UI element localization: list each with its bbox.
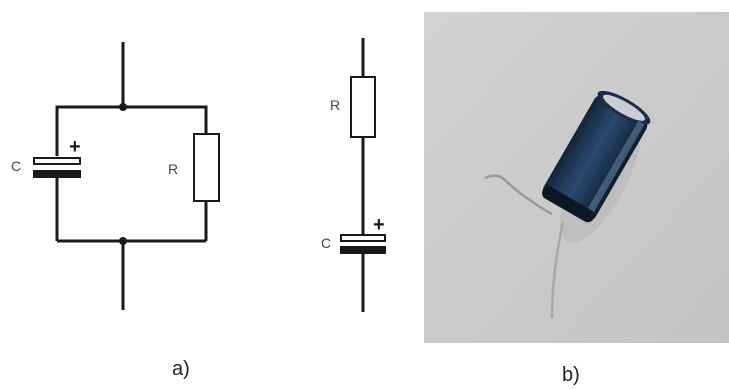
top-junction-node: [119, 103, 127, 111]
polarity-mark: +: [69, 136, 81, 158]
resistor-label: R: [168, 161, 178, 177]
capacitor-positive-plate: [33, 157, 81, 165]
top-bus-wire: [55, 105, 208, 134]
capacitor-negative-plate: [33, 170, 81, 178]
capacitor-label: C: [11, 158, 21, 174]
series-resistor-symbol: [350, 76, 376, 138]
figure-b-caption: b): [562, 364, 580, 386]
series-rc-circuit: R C +: [321, 38, 386, 312]
capacitor-lead-right: [550, 221, 565, 319]
series-capacitor-positive-plate: [340, 234, 386, 242]
resistor-symbol: [193, 133, 220, 202]
series-capacitor-negative-plate: [340, 246, 386, 254]
series-polarity-mark: +: [373, 214, 385, 236]
series-capacitor-label: C: [321, 235, 331, 251]
capacitor-photo: [424, 12, 729, 343]
parallel-rc-circuit: + C R: [11, 42, 220, 310]
series-resistor-label: R: [330, 97, 340, 113]
bottom-junction-node: [119, 237, 127, 245]
capacitor-body: [542, 90, 651, 223]
figure-a-caption: a): [172, 358, 190, 380]
capacitor-lead-left: [484, 174, 553, 216]
